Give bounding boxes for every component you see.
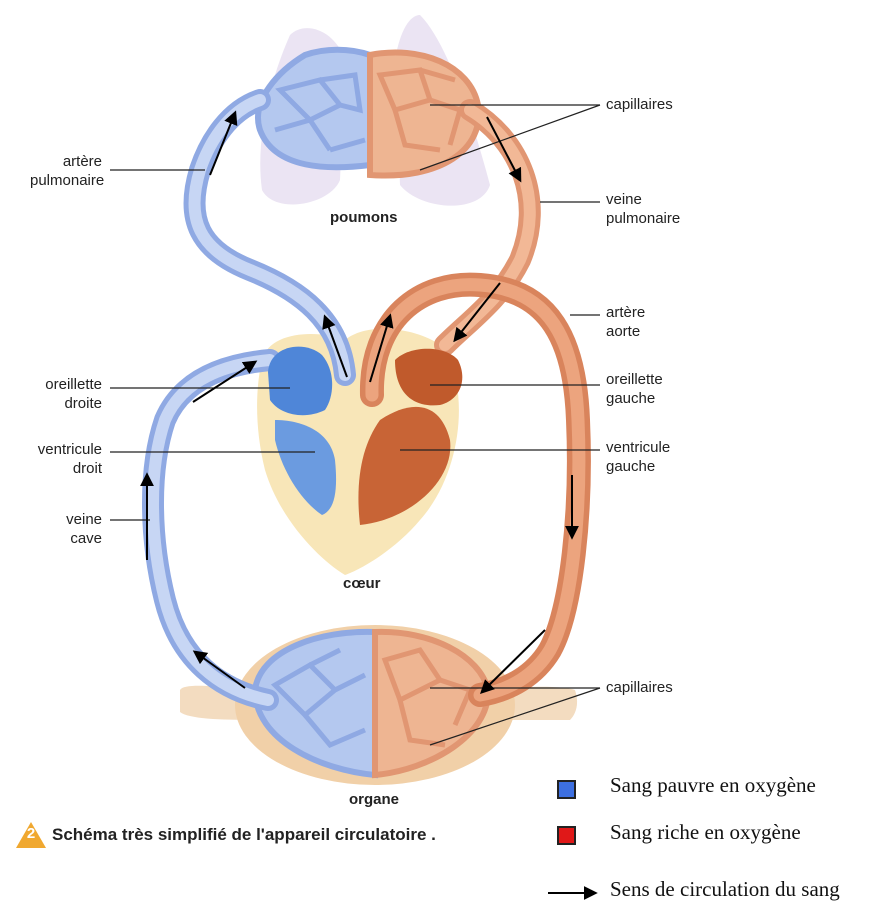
legend-label-red: Sang riche en oxygène xyxy=(610,820,801,845)
lung-capillaries xyxy=(258,50,479,176)
legend-swatch-blue xyxy=(557,780,576,799)
label-capillaires-bottom: capillaires xyxy=(606,678,673,697)
caption-text: Schéma très simplifié de l'appareil circ… xyxy=(52,825,436,845)
label-organe: organe xyxy=(349,790,399,809)
label-poumons: poumons xyxy=(330,208,398,227)
legend-label-arrow: Sens de circulation du sang xyxy=(610,877,840,902)
legend-swatch-red xyxy=(557,826,576,845)
label-coeur: cœur xyxy=(343,574,381,593)
caption-number-badge: 2 xyxy=(16,822,46,848)
figure-caption: 2 Schéma très simplifié de l'appareil ci… xyxy=(16,821,436,849)
label-capillaires-top: capillaires xyxy=(606,95,673,114)
legend-label-blue: Sang pauvre en oxygène xyxy=(610,773,816,798)
